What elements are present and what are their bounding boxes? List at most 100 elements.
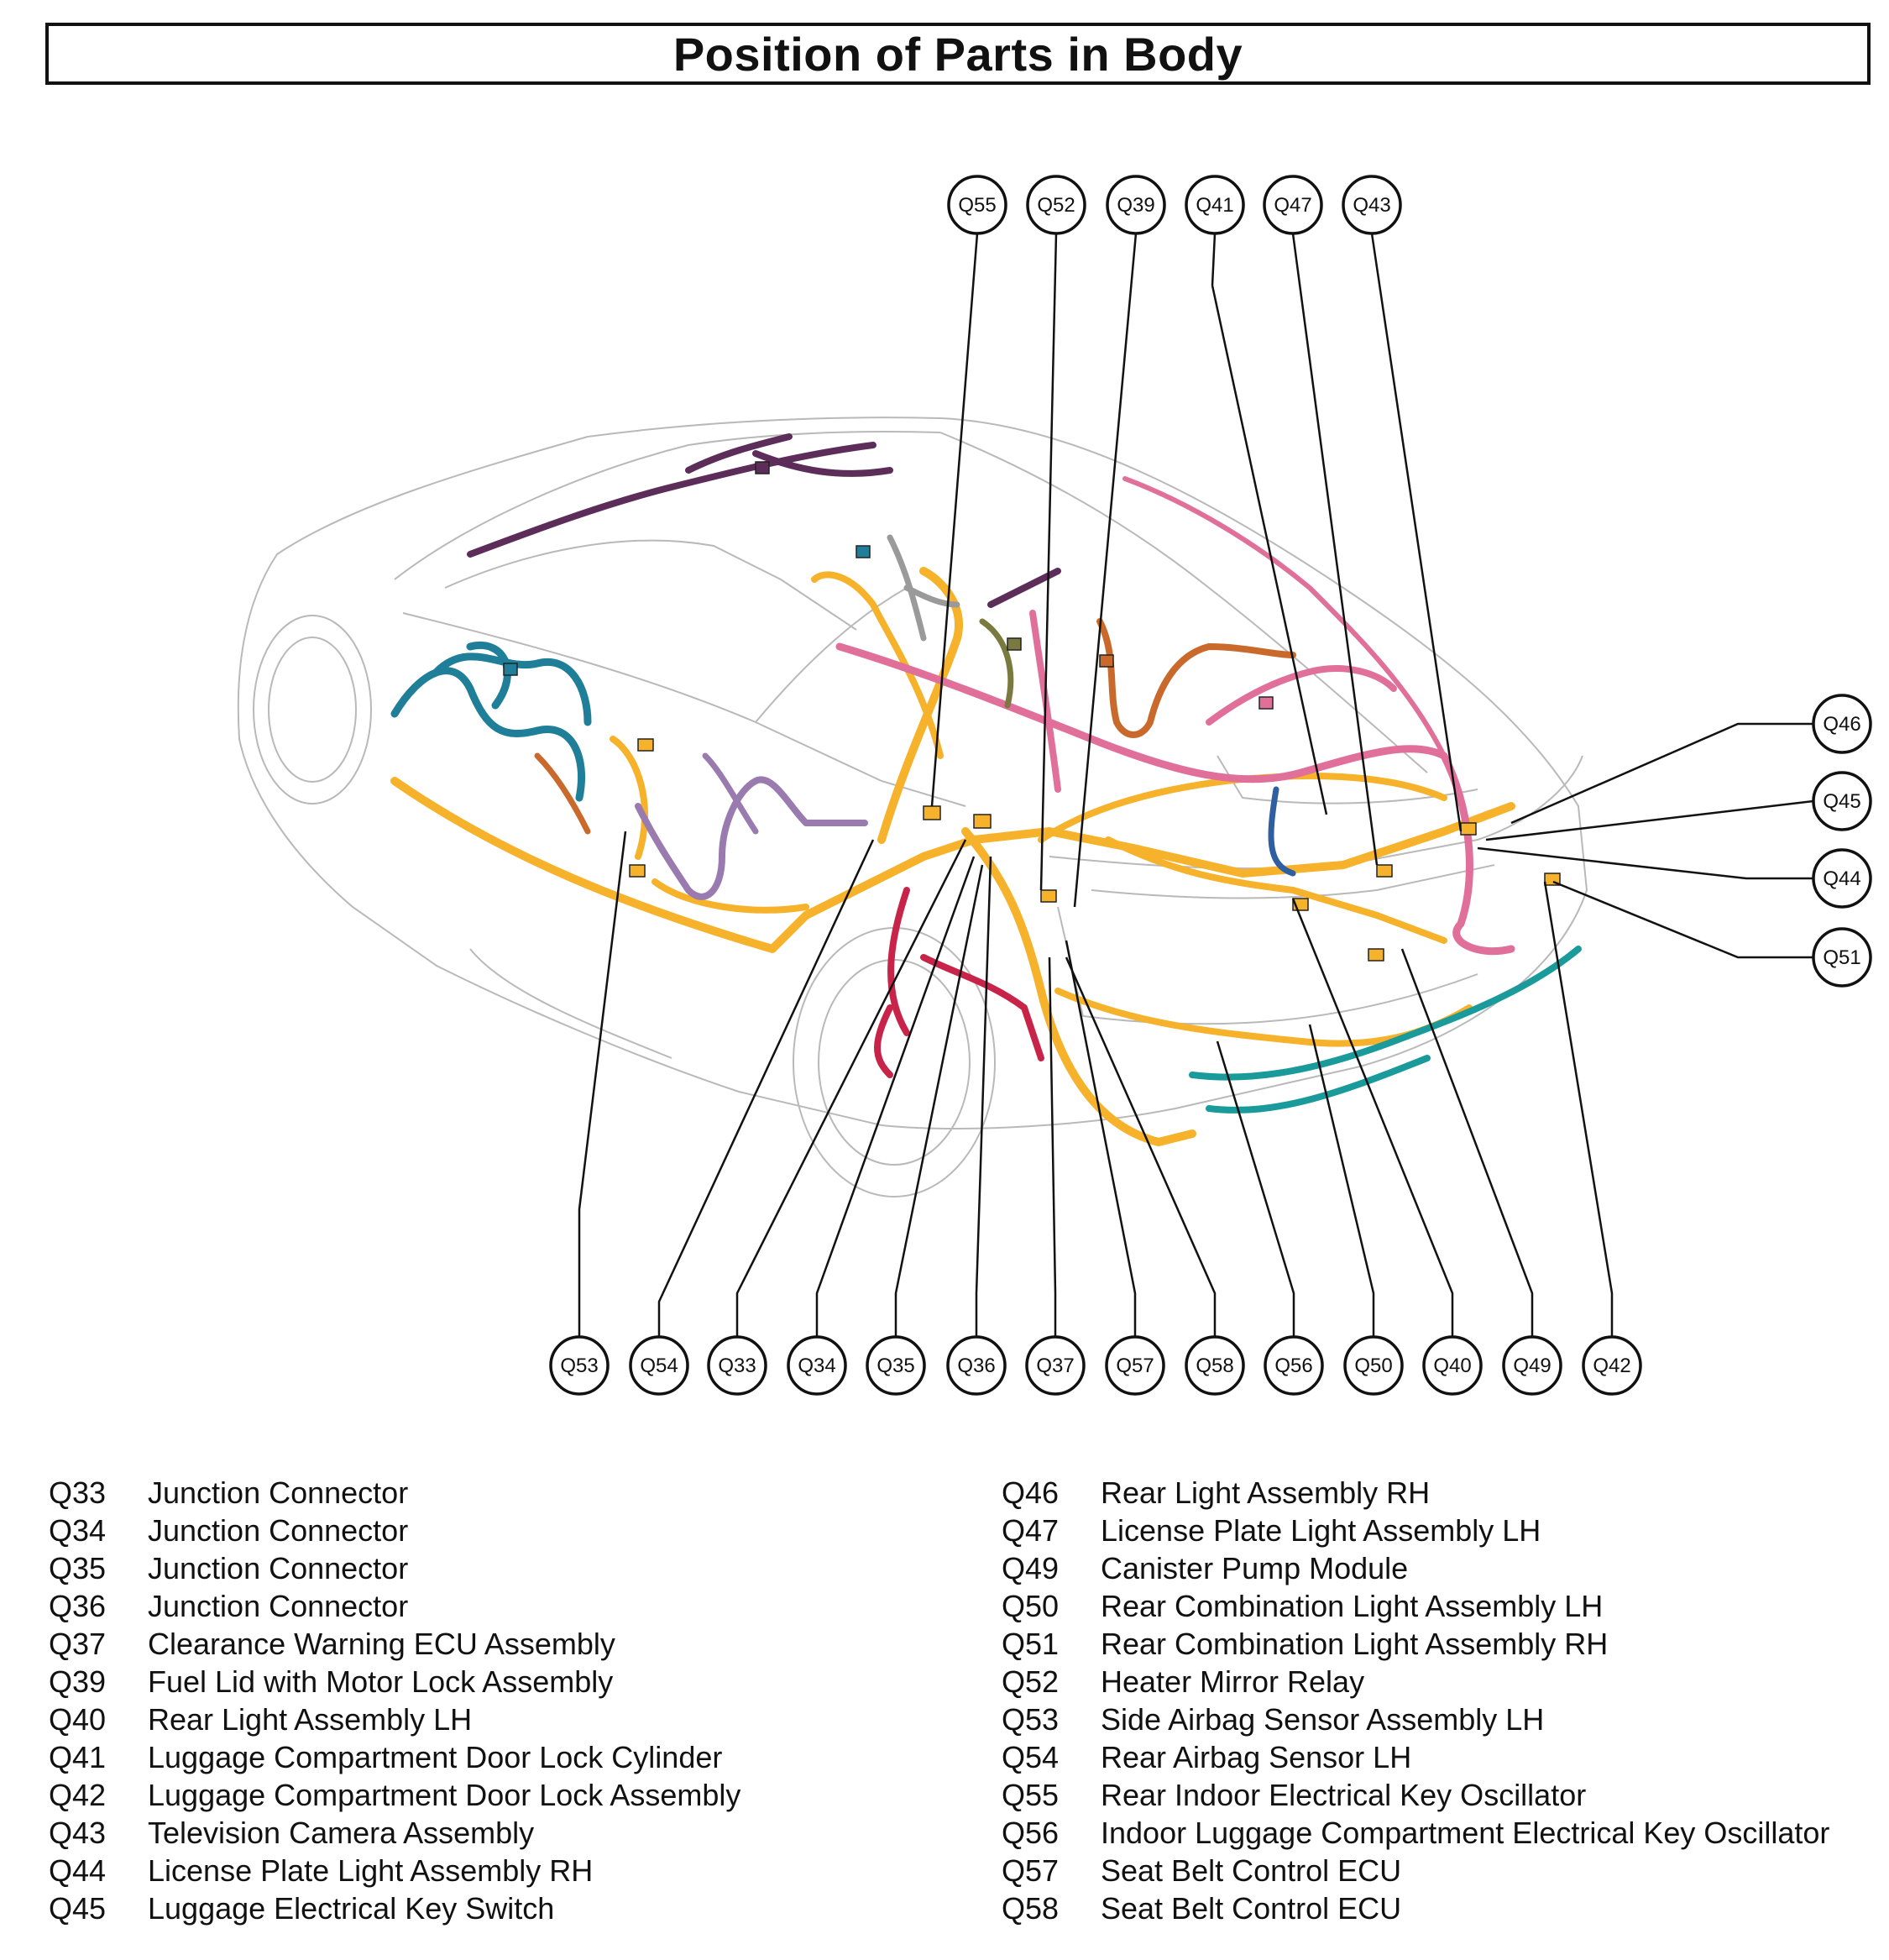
legend-code: Q41 bbox=[49, 1740, 107, 1774]
legend-row: Q58 Seat Belt Control ECU bbox=[1002, 1889, 1829, 1927]
svg-text:Q45: Q45 bbox=[1823, 790, 1860, 813]
svg-text:Q44: Q44 bbox=[1823, 867, 1860, 890]
teal-front-harness bbox=[390, 642, 592, 802]
callout-Q55: Q55 bbox=[947, 175, 1007, 235]
legend-part-name: Luggage Compartment Door Lock Cylinder bbox=[148, 1740, 723, 1774]
car-body-outline bbox=[237, 417, 1588, 1129]
legend-part-name: Junction Connector bbox=[148, 1513, 409, 1548]
callout-Q54: Q54 bbox=[629, 1335, 689, 1396]
legend-part-name: Junction Connector bbox=[148, 1475, 409, 1510]
svg-text:Q36: Q36 bbox=[957, 1355, 995, 1377]
callout-Q57: Q57 bbox=[1105, 1335, 1165, 1396]
legend-code: Q56 bbox=[1002, 1816, 1060, 1850]
legend-code: Q49 bbox=[1002, 1551, 1060, 1585]
callout-Q50: Q50 bbox=[1343, 1335, 1404, 1396]
legend-part-name: License Plate Light Assembly LH bbox=[1101, 1513, 1541, 1548]
legend-row: Q46 Rear Light Assembly RH bbox=[1002, 1474, 1829, 1512]
callout-Q37: Q37 bbox=[1025, 1335, 1086, 1396]
legend-code: Q46 bbox=[1002, 1475, 1060, 1510]
legend-part-name: Rear Light Assembly RH bbox=[1101, 1475, 1431, 1510]
legend-row: Q41 Luggage Compartment Door Lock Cylinde… bbox=[49, 1738, 740, 1776]
callout-Q51: Q51 bbox=[1812, 927, 1872, 988]
legend-part-name: Side Airbag Sensor Assembly LH bbox=[1101, 1702, 1545, 1737]
svg-text:Q34: Q34 bbox=[798, 1355, 835, 1377]
legend-part-name: Seat Belt Control ECU bbox=[1101, 1891, 1402, 1926]
svg-text:Q49: Q49 bbox=[1513, 1355, 1551, 1377]
svg-text:Q56: Q56 bbox=[1274, 1355, 1312, 1377]
svg-text:Q43: Q43 bbox=[1353, 194, 1390, 217]
callout-Q49: Q49 bbox=[1502, 1335, 1562, 1396]
legend-code: Q55 bbox=[1002, 1778, 1060, 1812]
svg-text:Q57: Q57 bbox=[1116, 1355, 1154, 1377]
svg-text:Q58: Q58 bbox=[1196, 1355, 1233, 1377]
legend-part-name: Fuel Lid with Motor Lock Assembly bbox=[148, 1664, 614, 1699]
callout-Q41: Q41 bbox=[1185, 175, 1245, 235]
svg-text:Q50: Q50 bbox=[1354, 1355, 1392, 1377]
legend-row: Q35 Junction Connector bbox=[49, 1549, 740, 1587]
callout-Q47: Q47 bbox=[1263, 175, 1323, 235]
legend-code: Q45 bbox=[49, 1891, 107, 1926]
legend-row: Q45 Luggage Electrical Key Switch bbox=[49, 1889, 740, 1927]
legend-part-name: Junction Connector bbox=[148, 1551, 409, 1585]
legend-part-name: Rear Indoor Electrical Key Oscillator bbox=[1101, 1778, 1587, 1812]
callout-Q43: Q43 bbox=[1342, 175, 1402, 235]
legend-row: Q56 Indoor Luggage Compartment Electrical… bbox=[1002, 1814, 1829, 1852]
legend-part-name: Heater Mirror Relay bbox=[1101, 1664, 1365, 1699]
teal-rear-harness bbox=[1189, 946, 1582, 1081]
legend-part-name: Luggage Electrical Key Switch bbox=[148, 1891, 555, 1926]
callout-Q46: Q46 bbox=[1812, 694, 1872, 754]
legend-code: Q42 bbox=[49, 1778, 107, 1812]
legend-code: Q44 bbox=[49, 1853, 107, 1888]
legend-code: Q34 bbox=[49, 1513, 107, 1548]
svg-text:Q46: Q46 bbox=[1823, 713, 1860, 736]
legend-part-name: Rear Combination Light Assembly RH bbox=[1101, 1627, 1609, 1661]
legend-code: Q37 bbox=[49, 1627, 107, 1661]
legend-code: Q53 bbox=[1002, 1702, 1060, 1737]
legend-code: Q51 bbox=[1002, 1627, 1060, 1661]
svg-text:Q42: Q42 bbox=[1593, 1355, 1630, 1377]
top-callouts: Q55 Q52 Q39 Q41 Q47 Q43 bbox=[947, 175, 1402, 235]
legend-part-name: Rear Airbag Sensor LH bbox=[1101, 1740, 1412, 1774]
front-wheel bbox=[253, 615, 372, 804]
callout-Q45: Q45 bbox=[1812, 771, 1872, 831]
legend-row: Q47 License Plate Light Assembly LH bbox=[1002, 1512, 1829, 1549]
legend-row: Q55 Rear Indoor Electrical Key Oscillator bbox=[1002, 1776, 1829, 1814]
legend-part-name: Canister Pump Module bbox=[1101, 1551, 1409, 1585]
svg-text:Q39: Q39 bbox=[1117, 194, 1154, 217]
legend-code: Q47 bbox=[1002, 1513, 1060, 1548]
main-harness bbox=[390, 777, 1515, 953]
callout-Q34: Q34 bbox=[787, 1335, 847, 1396]
legend-row: Q49 Canister Pump Module bbox=[1002, 1549, 1829, 1587]
page-title: Position of Parts in Body bbox=[672, 27, 1243, 81]
callout-Q39: Q39 bbox=[1106, 175, 1166, 235]
pink-harness bbox=[835, 642, 1515, 956]
callout-Q52: Q52 bbox=[1026, 175, 1086, 235]
callout-Q58: Q58 bbox=[1185, 1335, 1245, 1396]
car-wiring-diagram: Q55 Q52 Q39 Q41 Q47 Q43 Q46 Q45 Q44 Q51 … bbox=[237, 175, 1872, 1396]
legend-part-name: Indoor Luggage Compartment Electrical Ke… bbox=[1101, 1816, 1830, 1850]
legend-code: Q35 bbox=[49, 1551, 107, 1585]
callout-Q36: Q36 bbox=[946, 1335, 1007, 1396]
legend-code: Q33 bbox=[49, 1475, 107, 1510]
bottom-callouts: Q53 Q54 Q33 Q34 Q35 Q36 Q37 Q57 Q58 Q56 … bbox=[549, 1335, 1642, 1396]
legend-code: Q58 bbox=[1002, 1891, 1060, 1926]
callout-Q42: Q42 bbox=[1582, 1335, 1642, 1396]
legend-row: Q33 Junction Connector bbox=[49, 1474, 740, 1512]
title-box: Position of Parts in Body bbox=[45, 23, 1871, 85]
purple-roof-harness bbox=[467, 433, 893, 558]
lavender-harness bbox=[635, 776, 868, 900]
svg-text:Q52: Q52 bbox=[1037, 194, 1075, 217]
legend-row: Q53 Side Airbag Sensor Assembly LH bbox=[1002, 1701, 1829, 1738]
svg-text:Q37: Q37 bbox=[1036, 1355, 1074, 1377]
